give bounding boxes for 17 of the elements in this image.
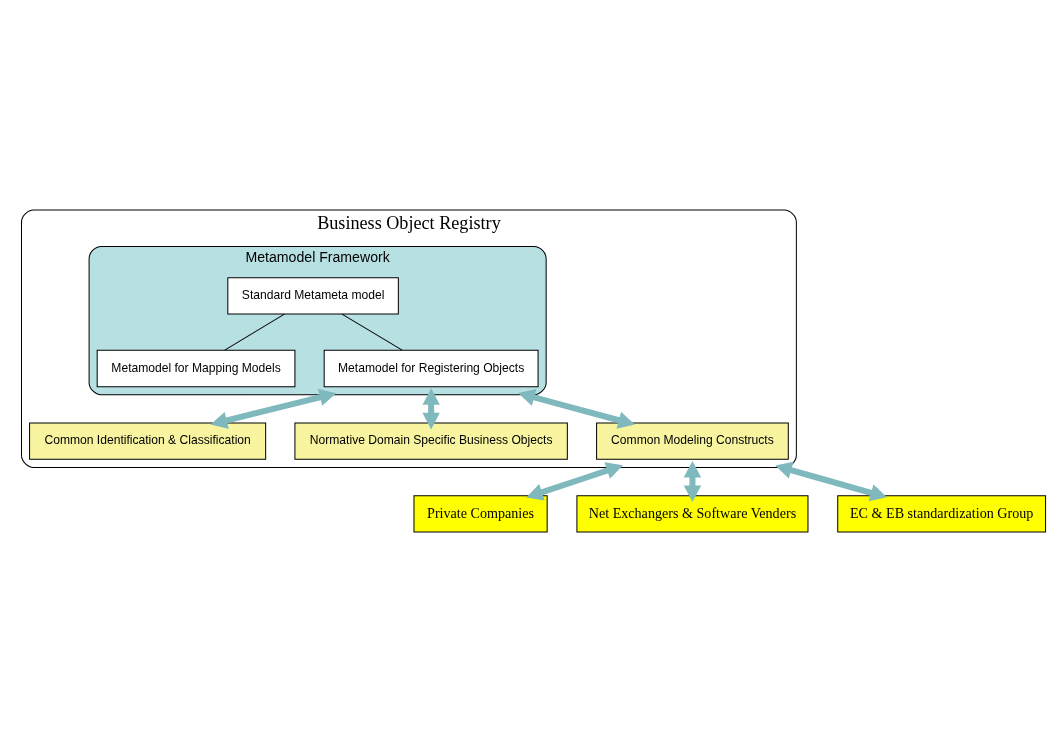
arrow — [422, 388, 440, 430]
node-box: Standard Metameta model — [227, 277, 399, 315]
node-box: Common Identification & Classification — [29, 422, 267, 460]
arrow — [775, 461, 887, 502]
node-box: Private Companies — [413, 495, 548, 533]
node-box: EC & EB standardization Group — [837, 495, 1047, 533]
connector — [224, 313, 285, 351]
node-box: Metamodel for Mapping Models — [96, 349, 296, 388]
connector — [341, 313, 403, 351]
arrow — [683, 460, 702, 503]
node-box: Net Exchangers & Software Venders — [576, 495, 809, 533]
arrow — [210, 388, 337, 429]
node-box: Common Modeling Constructs — [596, 422, 789, 460]
arrow — [518, 388, 635, 429]
arrow — [526, 462, 623, 501]
node-box: Normative Domain Specific Business Objects — [294, 422, 568, 460]
node-box: Metamodel for Registering Objects — [323, 349, 539, 388]
